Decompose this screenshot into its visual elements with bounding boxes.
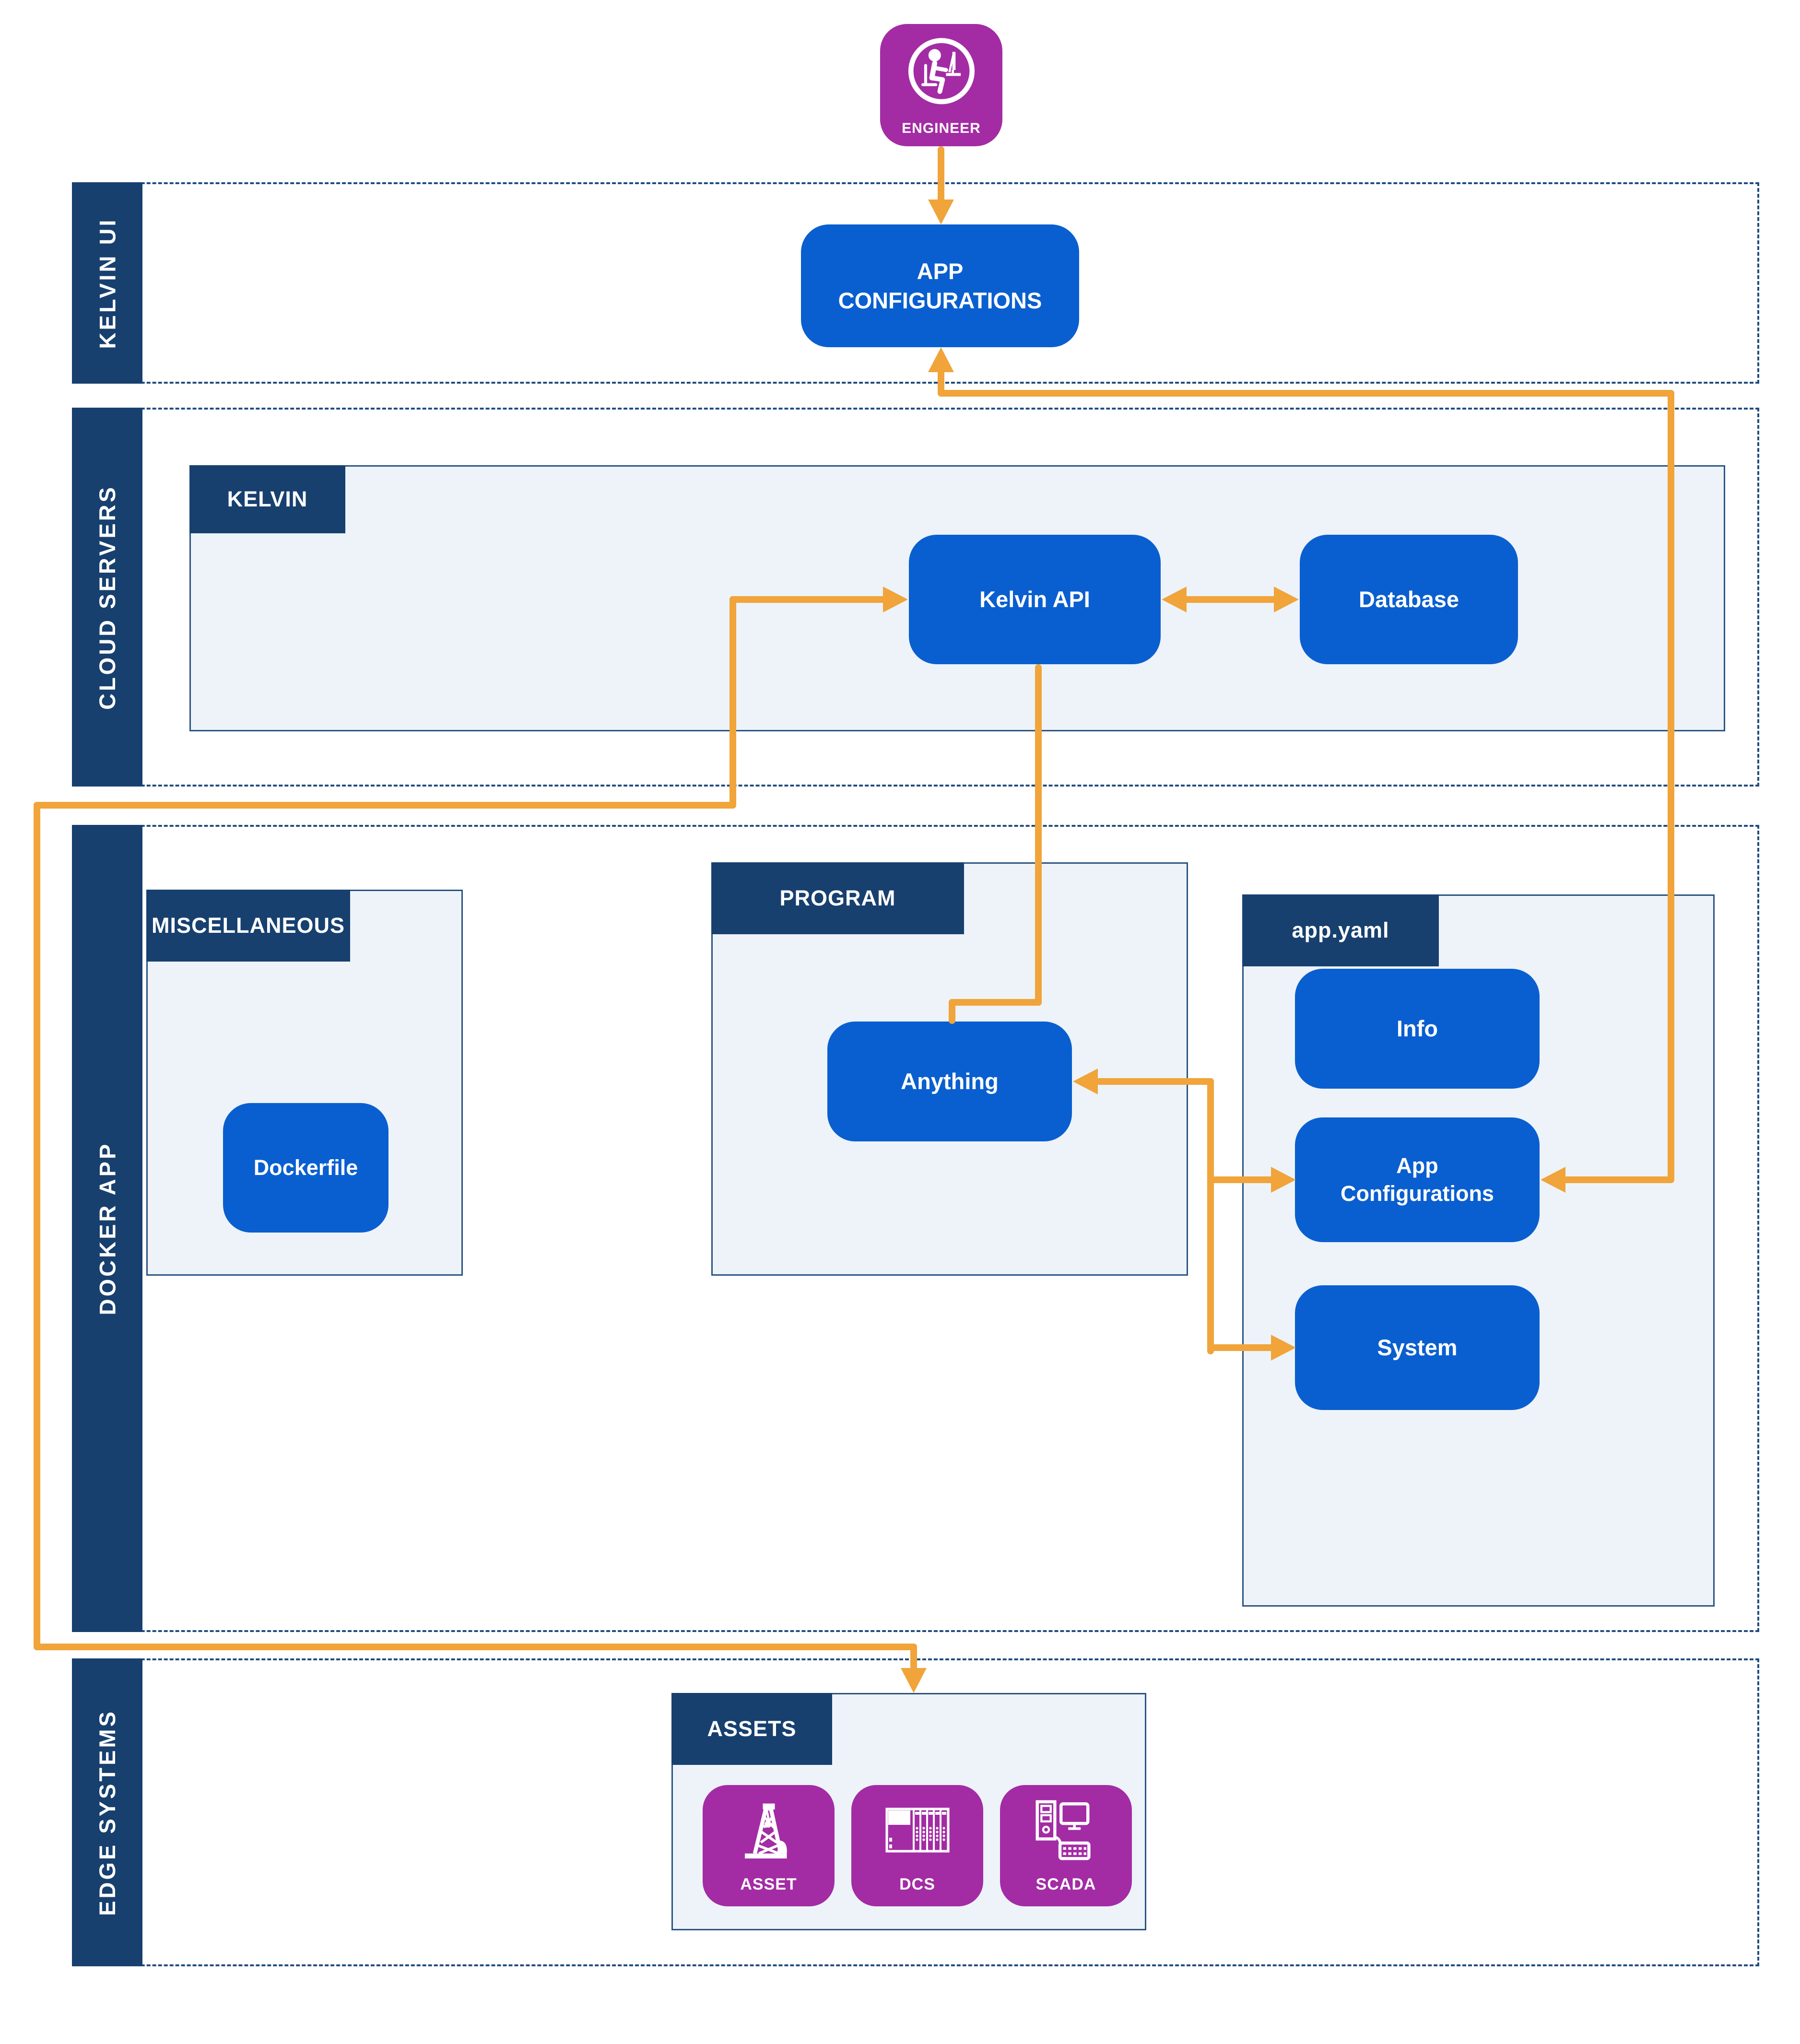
panel-label-assets: ASSETS	[707, 1716, 797, 1741]
connector-yaml-anything-v	[1207, 1078, 1214, 1354]
database-label: Database	[1359, 587, 1459, 612]
connector-ui-yaml-h2	[1558, 1176, 1673, 1183]
dockerfile-label: Dockerfile	[253, 1155, 358, 1180]
system-label: System	[1377, 1335, 1458, 1361]
database-node: Database	[1300, 535, 1518, 664]
arrowhead-into-appconfig-yaml-left	[1271, 1167, 1296, 1193]
connector-assets-api-v3	[910, 1644, 917, 1670]
sidebar-docker-app: DOCKER APP	[72, 825, 142, 1632]
panel-label-app-yaml: app.yaml	[1292, 918, 1389, 942]
oil-derrick-icon	[744, 1803, 787, 1859]
connector-api-anything-h	[949, 999, 1042, 1006]
anything-node: Anything	[827, 1022, 1072, 1141]
engineer-icon	[908, 38, 975, 105]
arrowhead-into-database-left	[1274, 587, 1299, 612]
sidebar-cloud-servers: CLOUD SERVERS	[72, 408, 142, 787]
app-configurations-ui-node: APP CONFIGURATIONS	[801, 224, 1079, 347]
connector-api-anything-v1	[1035, 664, 1042, 1006]
app-configurations-yaml-node: App Configurations	[1295, 1117, 1540, 1242]
panel-label-miscellaneous: MISCELLANEOUS	[151, 913, 345, 938]
connector-assets-api-h3	[34, 1644, 917, 1650]
info-node: Info	[1295, 969, 1540, 1089]
panel-tab-kelvin: KELVIN	[189, 465, 345, 533]
panel-tab-app-yaml: app.yaml	[1242, 894, 1439, 966]
arrowhead-into-appconfig-ui-top	[928, 200, 954, 224]
engineer-label: ENGINEER	[902, 120, 981, 136]
connector-api-anything-v2	[949, 999, 955, 1024]
connector-ui-yaml-v1	[938, 368, 944, 397]
dcs-rack-icon	[885, 1808, 950, 1853]
arrowhead-into-assets-top	[901, 1668, 927, 1693]
connector-api-database	[1183, 596, 1279, 603]
connector-assets-api-v1	[729, 596, 736, 809]
anything-label: Anything	[901, 1069, 999, 1094]
sidebar-edge-systems: EDGE SYSTEMS	[72, 1658, 142, 1966]
connector-branch-appconfig-h	[1207, 1176, 1274, 1183]
scada-node: SCADA	[1000, 1785, 1132, 1906]
arrowhead-into-appconfig-yaml-right	[1541, 1167, 1565, 1193]
engineer-node: ENGINEER	[880, 24, 1002, 146]
panel-tab-assets: ASSETS	[671, 1693, 832, 1765]
panel-label-kelvin: KELVIN	[227, 487, 308, 511]
connector-yaml-anything-h1	[1096, 1078, 1214, 1085]
asset-label: ASSET	[740, 1875, 797, 1893]
dockerfile-node: Dockerfile	[223, 1103, 388, 1233]
panel-tab-miscellaneous: MISCELLANEOUS	[146, 890, 350, 962]
connector-ui-yaml-v2	[1668, 390, 1674, 1183]
arrowhead-into-system-left	[1271, 1335, 1296, 1361]
arrowhead-into-appconfig-ui-bottom	[928, 347, 954, 372]
sidebar-kelvin-ui: KELVIN UI	[72, 182, 142, 384]
kelvin-api-label: Kelvin API	[979, 587, 1090, 612]
scada-workstation-icon	[1035, 1800, 1091, 1860]
panel-label-program: PROGRAM	[779, 886, 896, 910]
asset-node: ASSET	[703, 1785, 835, 1906]
connector-engineer-appconfig	[938, 146, 944, 203]
arrowhead-into-kelvin-api-right	[1162, 587, 1187, 612]
band-label-cloud-servers: CLOUD SERVERS	[94, 484, 120, 710]
scada-label: SCADA	[1035, 1875, 1096, 1893]
panel-tab-program: PROGRAM	[711, 862, 964, 934]
band-label-edge-systems: EDGE SYSTEMS	[94, 1709, 120, 1916]
dcs-label: DCS	[899, 1875, 935, 1893]
connector-branch-system-h	[1207, 1344, 1274, 1351]
kelvin-api-node: Kelvin API	[909, 535, 1161, 664]
dcs-node: DCS	[851, 1785, 983, 1906]
connector-assets-api-v2	[34, 802, 40, 1650]
arrowhead-into-anything-right	[1073, 1069, 1098, 1094]
system-node: System	[1295, 1285, 1540, 1410]
app-configurations-ui-label: APP CONFIGURATIONS	[838, 258, 1042, 313]
app-configurations-yaml-label: App Configurations	[1341, 1153, 1494, 1206]
connector-ui-yaml-h1	[938, 390, 1674, 397]
band-label-docker-app: DOCKER APP	[94, 1141, 120, 1316]
band-label-kelvin-ui: KELVIN UI	[94, 217, 120, 349]
connector-assets-api-h2	[34, 802, 736, 809]
connector-assets-api-h1	[729, 596, 888, 603]
info-label: Info	[1396, 1016, 1438, 1042]
